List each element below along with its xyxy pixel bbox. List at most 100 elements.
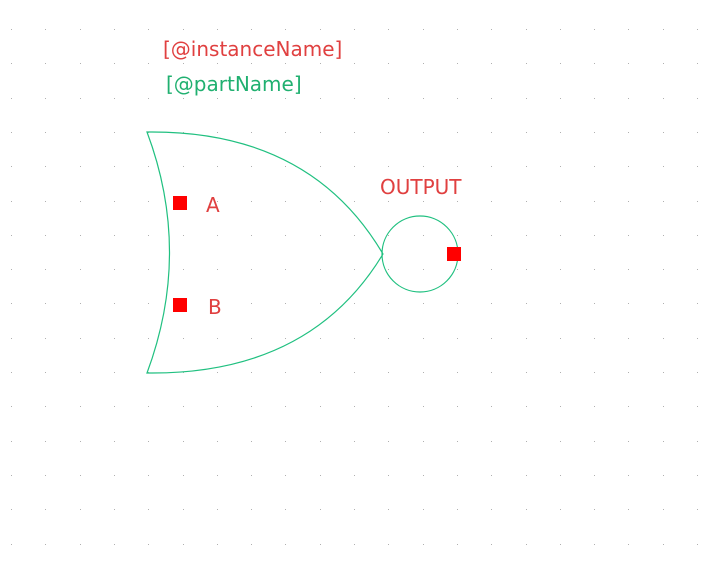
- pin-b[interactable]: [173, 298, 187, 312]
- grid-dot: [594, 132, 595, 133]
- pin-output[interactable]: [447, 247, 461, 261]
- grid-dot: [11, 269, 12, 270]
- grid-dot: [663, 475, 664, 476]
- grid-dot: [45, 475, 46, 476]
- grid-dot: [526, 201, 527, 202]
- grid-dot: [663, 406, 664, 407]
- grid-dot: [697, 29, 698, 30]
- grid-dot: [45, 269, 46, 270]
- grid-dot: [354, 201, 355, 202]
- grid-dot: [148, 509, 149, 510]
- grid-dot: [628, 441, 629, 442]
- grid-dot: [285, 441, 286, 442]
- pin-b-label: B: [208, 295, 222, 319]
- grid-dot: [526, 132, 527, 133]
- grid-dot: [80, 509, 81, 510]
- grid-dot: [491, 269, 492, 270]
- grid-dot: [285, 98, 286, 99]
- grid-dot: [628, 166, 629, 167]
- grid-dot: [697, 303, 698, 304]
- grid-dot: [697, 406, 698, 407]
- grid-dot: [663, 269, 664, 270]
- grid-dot: [388, 441, 389, 442]
- gate-body-outline: [146, 131, 384, 374]
- grid-dot: [491, 166, 492, 167]
- grid-dot: [423, 235, 424, 236]
- grid-dot: [11, 166, 12, 167]
- grid-dot: [320, 63, 321, 64]
- grid-dot: [45, 98, 46, 99]
- grid-dot: [251, 98, 252, 99]
- grid-dot: [114, 475, 115, 476]
- grid-dot: [11, 475, 12, 476]
- grid-dot: [183, 441, 184, 442]
- nor-gate-symbol[interactable]: [146, 131, 459, 374]
- grid-dot: [251, 372, 252, 373]
- grid-dot: [354, 441, 355, 442]
- grid-dot: [354, 63, 355, 64]
- grid-dot: [491, 98, 492, 99]
- grid-dot: [11, 98, 12, 99]
- grid-dot: [628, 98, 629, 99]
- grid-dot: [320, 269, 321, 270]
- grid-dot: [457, 235, 458, 236]
- grid-dot: [45, 372, 46, 373]
- grid-dot: [388, 509, 389, 510]
- grid-dot: [594, 475, 595, 476]
- grid-dot: [560, 509, 561, 510]
- grid-dot: [526, 544, 527, 545]
- grid-dot: [457, 98, 458, 99]
- grid-dot: [526, 338, 527, 339]
- grid-dot: [251, 303, 252, 304]
- grid-dot: [148, 235, 149, 236]
- grid-dot: [45, 544, 46, 545]
- grid-dot: [628, 303, 629, 304]
- grid-dot: [320, 235, 321, 236]
- grid-dot: [217, 303, 218, 304]
- grid-dot: [697, 509, 698, 510]
- grid-dot: [217, 544, 218, 545]
- grid-dot: [526, 235, 527, 236]
- grid-dot: [11, 29, 12, 30]
- grid-dot: [285, 406, 286, 407]
- grid-dot: [526, 509, 527, 510]
- grid-dot: [183, 235, 184, 236]
- grid-dot: [114, 132, 115, 133]
- part-name-label: [@partName]: [166, 72, 302, 96]
- grid-dot: [423, 166, 424, 167]
- grid-dot: [251, 132, 252, 133]
- grid-dot: [148, 269, 149, 270]
- grid-dot: [285, 235, 286, 236]
- grid-dot: [388, 201, 389, 202]
- grid-dot: [457, 132, 458, 133]
- grid-dot: [148, 29, 149, 30]
- grid-dot: [663, 132, 664, 133]
- grid-dot: [285, 509, 286, 510]
- pin-output-label: OUTPUT: [380, 175, 462, 199]
- grid-dot: [148, 544, 149, 545]
- grid-dot: [560, 338, 561, 339]
- grid-dot: [594, 441, 595, 442]
- grid-dot: [148, 166, 149, 167]
- grid-dot: [697, 372, 698, 373]
- output-bubble: [381, 215, 459, 293]
- grid-dot: [697, 98, 698, 99]
- grid-dot: [11, 235, 12, 236]
- grid-dot: [560, 235, 561, 236]
- grid-dot: [114, 406, 115, 407]
- grid-dot: [251, 406, 252, 407]
- grid-dot: [320, 303, 321, 304]
- grid-dot: [697, 63, 698, 64]
- grid-dot: [251, 166, 252, 167]
- grid-dot: [388, 372, 389, 373]
- grid-dot: [354, 372, 355, 373]
- grid-dot: [628, 338, 629, 339]
- grid-dot: [354, 509, 355, 510]
- grid-dot: [628, 29, 629, 30]
- pin-a[interactable]: [173, 196, 187, 210]
- grid-dot: [388, 475, 389, 476]
- grid-dot: [11, 132, 12, 133]
- grid-dot: [663, 98, 664, 99]
- grid-dot: [45, 201, 46, 202]
